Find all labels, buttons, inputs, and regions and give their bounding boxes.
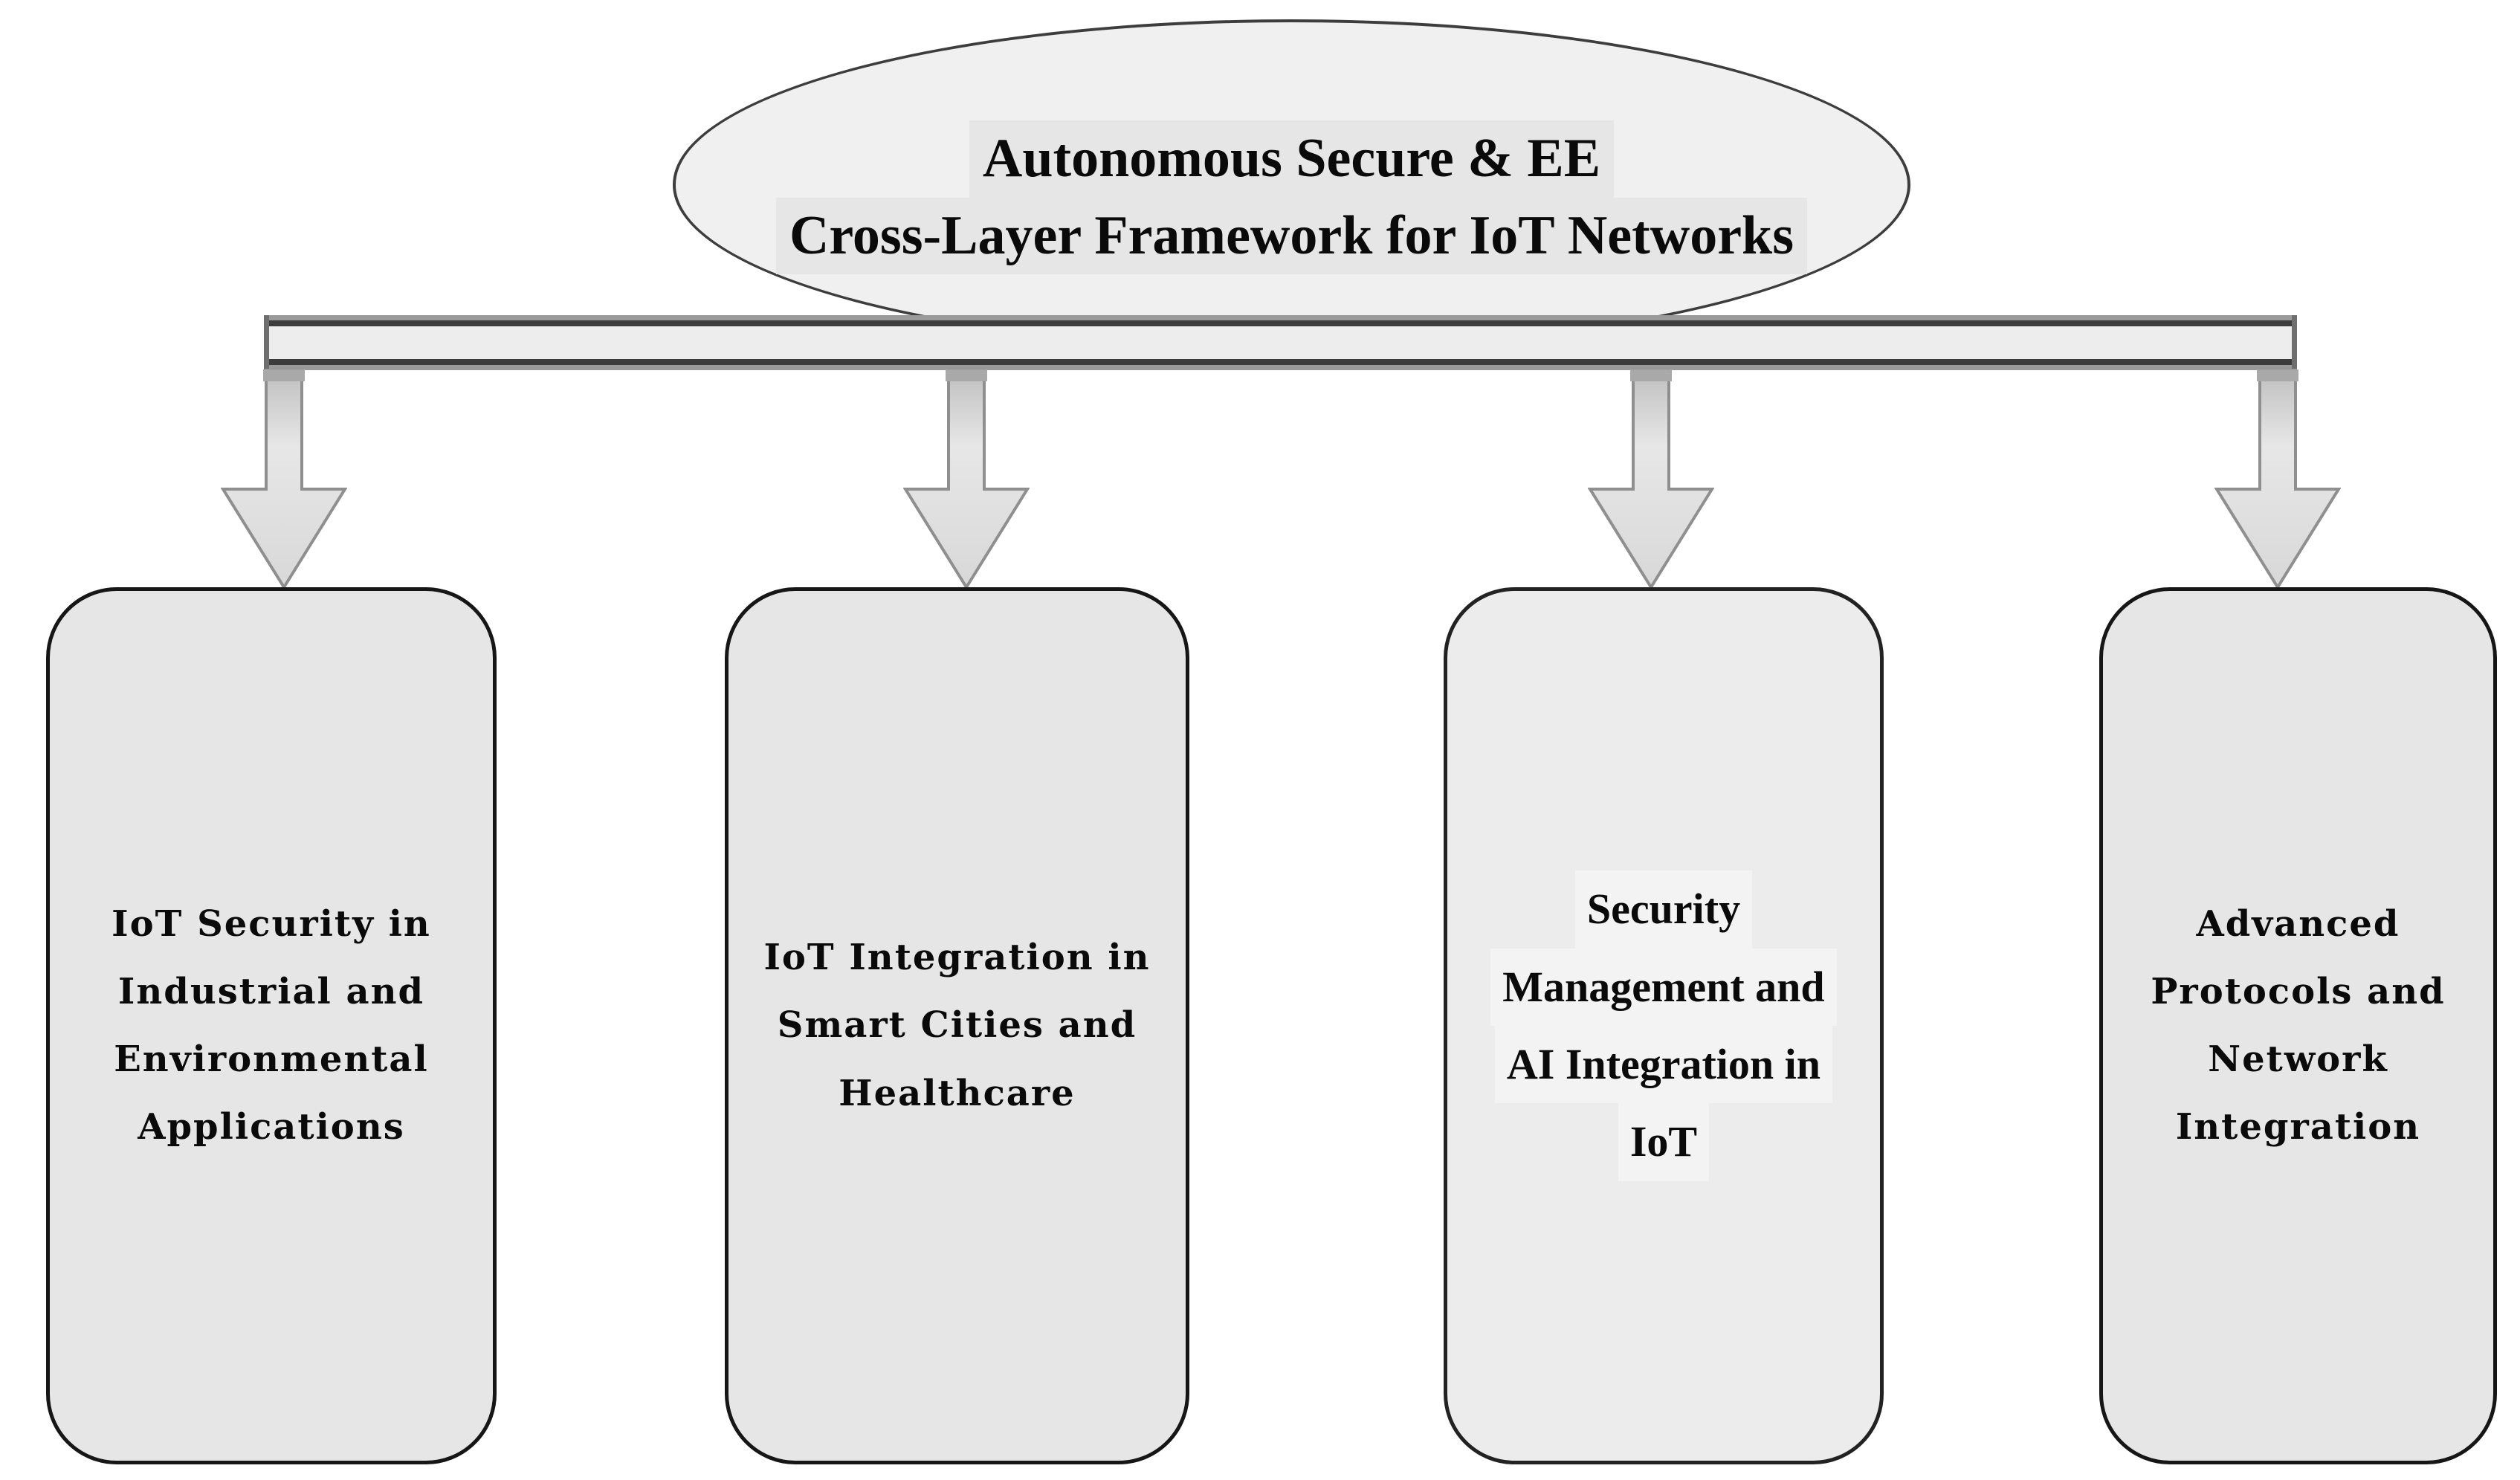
label-line: AI Integration in: [1494, 1026, 1833, 1104]
label-line: Management and: [1490, 948, 1837, 1026]
label-line: Security: [1574, 870, 1753, 949]
label-line: Protocols and: [2151, 970, 2446, 1012]
label-line: Autonomous Secure & EE: [969, 120, 1615, 198]
arrow-down-icon: [1588, 369, 1714, 590]
label-line: IoT Integration in: [763, 937, 1151, 979]
arrow-down-icon: [2214, 369, 2341, 590]
label-line: Integration: [2175, 1106, 2421, 1148]
arrow-down-icon: [221, 369, 347, 590]
connector-bar: [264, 315, 2297, 370]
arrow-down-icon: [903, 369, 1030, 590]
label-line: Healthcare: [839, 1072, 1076, 1114]
label-line: Smart Cities and: [777, 1004, 1137, 1047]
label-line: IoT: [1618, 1103, 1710, 1181]
label-line: Industrial and: [117, 970, 425, 1012]
label-line: Advanced: [2196, 902, 2400, 945]
label-line: IoT Security in: [112, 902, 431, 945]
label-line: Cross-Layer Framework for IoT Networks: [775, 197, 1807, 275]
label-line: Environmental: [114, 1038, 429, 1080]
label-line: Network: [2208, 1038, 2388, 1080]
label-line: Applications: [138, 1106, 405, 1148]
